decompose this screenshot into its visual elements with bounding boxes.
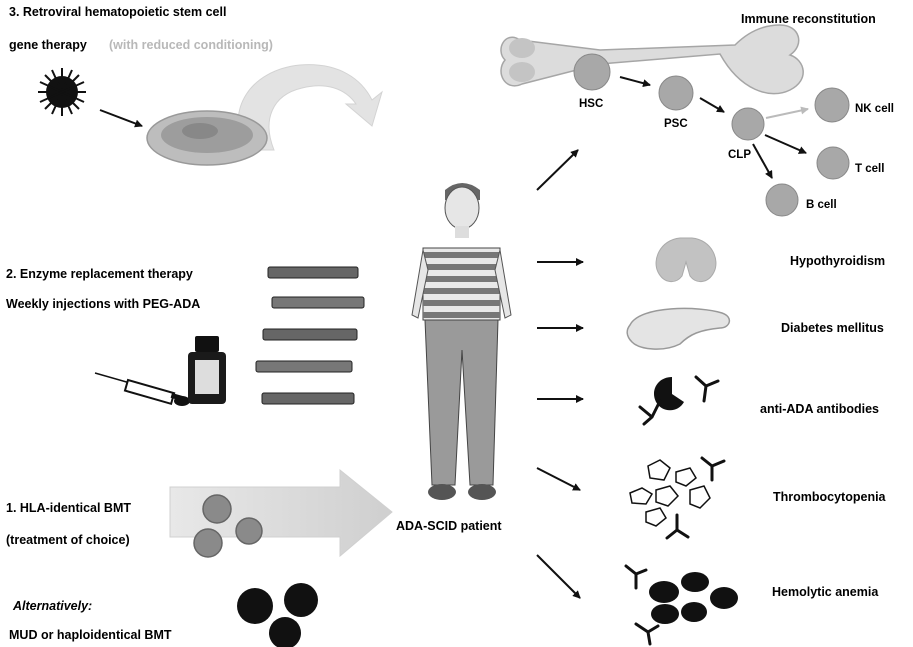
platelets-icon bbox=[630, 460, 710, 526]
bmt-alternative-label: Alternatively: bbox=[13, 598, 92, 614]
red-blood-cells-icon bbox=[649, 572, 738, 624]
peg-ada-molecules-icon bbox=[256, 267, 364, 404]
ert-subtitle: Weekly injections with PEG-ADA bbox=[6, 296, 200, 312]
patient-boy-figure bbox=[412, 183, 511, 500]
syringe-icon bbox=[95, 373, 190, 406]
immune-reconstitution-title: Immune reconstitution bbox=[741, 11, 876, 27]
bmt-subtitle: (treatment of choice) bbox=[6, 532, 130, 548]
immune-cells bbox=[574, 54, 849, 216]
thrombocytopenia-label: Thrombocytopenia bbox=[773, 489, 886, 505]
haploidentical-cells-icon bbox=[237, 583, 318, 647]
outcome-arrows bbox=[537, 150, 583, 598]
gene-therapy-conditioning-note: (with reduced conditioning) bbox=[109, 37, 273, 53]
stem-cell-dish-icon bbox=[147, 111, 267, 165]
ert-title: 2. Enzyme replacement therapy bbox=[6, 266, 193, 282]
hsc-label: HSC bbox=[579, 96, 603, 112]
gene-therapy-title: 3. Retroviral hematopoietic stem cell bbox=[9, 4, 226, 20]
medicine-vial-icon bbox=[188, 336, 226, 404]
clp-cell bbox=[732, 108, 764, 140]
t-cell-label: T cell bbox=[855, 161, 884, 177]
thyroid-icon bbox=[656, 238, 716, 282]
bone-icon bbox=[501, 25, 803, 94]
b-cell-label: B cell bbox=[806, 197, 837, 213]
psc-cell bbox=[659, 76, 693, 110]
nk-cell bbox=[815, 88, 849, 122]
bmt-title: 1. HLA-identical BMT bbox=[6, 500, 131, 516]
t-cell bbox=[817, 147, 849, 179]
nk-cell-label: NK cell bbox=[855, 101, 894, 117]
psc-label: PSC bbox=[664, 116, 688, 132]
hemolytic-anemia-label: Hemolytic anemia bbox=[772, 584, 878, 600]
hsc-cell bbox=[574, 54, 610, 90]
patient-label: ADA-SCID patient bbox=[396, 518, 502, 534]
anti-ada-antibodies-icon bbox=[640, 377, 718, 424]
diabetes-mellitus-label: Diabetes mellitus bbox=[781, 320, 884, 336]
b-cell bbox=[766, 184, 798, 216]
anti-ada-antibodies-label: anti-ADA antibodies bbox=[760, 401, 879, 417]
gene-therapy-subtitle: gene therapy bbox=[9, 37, 87, 53]
clp-label: CLP bbox=[728, 147, 751, 163]
pancreas-icon bbox=[627, 308, 729, 349]
virus-arrow bbox=[100, 110, 142, 126]
retrovirus-icon bbox=[38, 68, 86, 116]
hypothyroidism-label: Hypothyroidism bbox=[790, 253, 885, 269]
bmt-alternative-text: MUD or haploidentical BMT bbox=[9, 627, 172, 643]
hemolytic-antibodies-icon bbox=[626, 566, 658, 644]
